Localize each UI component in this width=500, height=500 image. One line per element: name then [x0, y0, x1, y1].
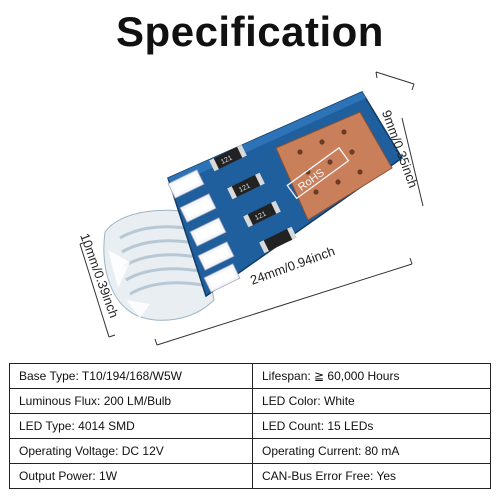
page-title: Specification [116, 8, 384, 55]
spec-table: Base Type: T10/194/168/W5W Lifespan: ≧ 6… [9, 363, 491, 489]
pcb-board: RoHS 121 121 121 [167, 91, 404, 298]
spec-cell: Output Power: 1W [9, 463, 253, 489]
svg-text:121: 121 [220, 155, 234, 166]
spec-cell: LED Type: 4014 SMD [9, 413, 253, 439]
table-row: Base Type: T10/194/168/W5W Lifespan: ≧ 6… [9, 363, 491, 389]
spec-cell: LED Count: 15 LEDs [252, 413, 491, 439]
spec-cell: LED Color: White [252, 388, 491, 414]
spec-cell: Lifespan: ≧ 60,000 Hours [252, 363, 491, 389]
spec-cell: CAN-Bus Error Free: Yes [252, 463, 491, 489]
resistor-array: 121 121 121 [209, 144, 297, 254]
table-row: Output Power: 1W CAN-Bus Error Free: Yes [9, 463, 491, 489]
spec-cell: Base Type: T10/194/168/W5W [9, 363, 253, 389]
spec-cell: Operating Current: 80 mA [252, 438, 491, 464]
spec-cell: Operating Voltage: DC 12V [9, 438, 253, 464]
dimension-lines [79, 71, 424, 346]
table-row: LED Type: 4014 SMD LED Count: 15 LEDs [9, 413, 491, 439]
table-row: Operating Voltage: DC 12V Operating Curr… [9, 438, 491, 464]
smd-led-row [167, 169, 241, 293]
spec-cell: Luminous Flux: 200 LM/Bulb [9, 388, 253, 414]
led-bulb-image: RoHS 121 121 121 [79, 71, 424, 346]
svg-text:121: 121 [254, 211, 268, 222]
table-row: Luminous Flux: 200 LM/Bulb LED Color: Wh… [9, 388, 491, 414]
svg-text:121: 121 [238, 183, 252, 194]
